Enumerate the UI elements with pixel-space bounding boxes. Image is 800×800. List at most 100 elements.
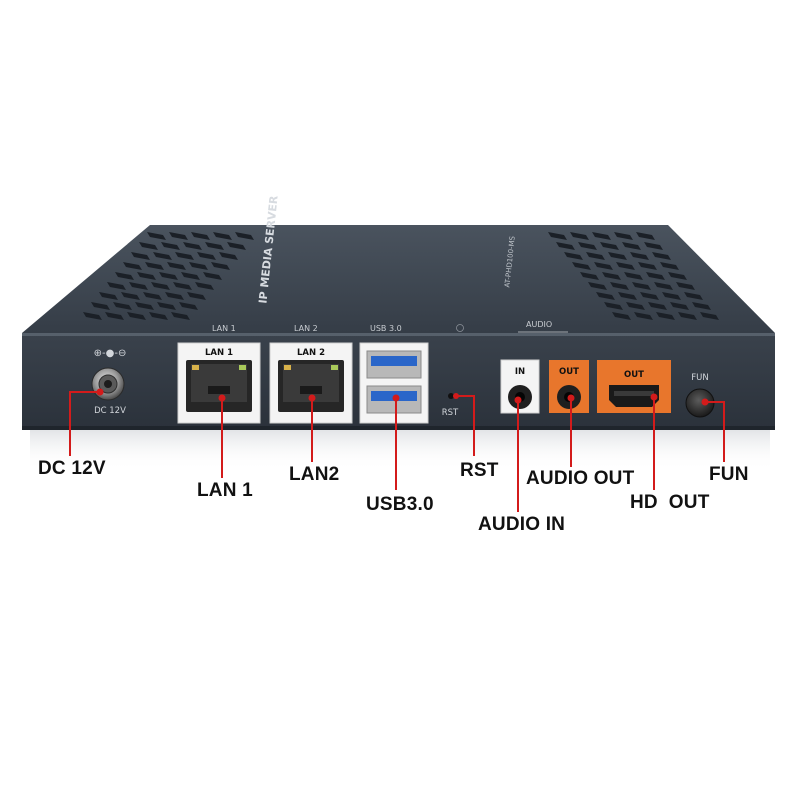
vent-slot: [684, 292, 703, 300]
callout-audio-out: AUDIO OUT: [526, 468, 635, 489]
callout-usb3: USB3.0: [366, 494, 434, 515]
fun-panel-label: FUN: [691, 373, 708, 383]
vent-slot: [604, 302, 623, 310]
vent-slot: [191, 232, 210, 240]
vent-slot: [121, 292, 140, 300]
vent-slot: [668, 272, 687, 280]
vent-slot: [171, 312, 190, 320]
vent-slot: [670, 302, 689, 310]
vent-slot: [608, 252, 627, 260]
vent-slot: [213, 232, 232, 240]
vent-slot: [127, 312, 146, 320]
vent-slot: [564, 252, 583, 260]
vent-slot: [143, 292, 162, 300]
vent-slot: [211, 262, 230, 270]
vent-slot: [129, 282, 148, 290]
vent-slot: [167, 262, 186, 270]
vent-slot: [600, 242, 619, 250]
audio-out-panel-label: OUT: [559, 367, 579, 377]
hd-out-panel-label: OUT: [624, 370, 644, 380]
vent-slot: [131, 252, 150, 260]
callout-hd-out: HD OUT: [630, 492, 710, 513]
vent-slot: [169, 232, 188, 240]
vent-slot: [572, 262, 591, 270]
rst-top-symbol-icon: [456, 324, 464, 332]
vent-slot: [630, 252, 649, 260]
vent-slot: [636, 232, 655, 240]
callout-lan1: LAN 1: [197, 480, 253, 501]
vent-slot: [678, 312, 697, 320]
vent-slot: [634, 312, 653, 320]
vent-slot: [179, 302, 198, 310]
vent-slot: [157, 302, 176, 310]
vent-slot: [147, 232, 166, 240]
callout-dc-12v: DC 12V: [38, 458, 106, 479]
vent-slot: [624, 272, 643, 280]
lan2-port-label: LAN 2: [297, 348, 325, 358]
audio-group-label: AUDIO: [526, 320, 552, 329]
dc-power-jack[interactable]: [91, 367, 125, 401]
vent-slot: [203, 272, 222, 280]
chassis-top: [22, 225, 775, 333]
vent-slot: [570, 232, 589, 240]
vent-slot: [580, 272, 599, 280]
vent-slot: [115, 272, 134, 280]
vent-slot: [644, 242, 663, 250]
vent-slot: [135, 302, 154, 310]
vent-slot: [578, 242, 597, 250]
audio-in-jack[interactable]: [500, 359, 540, 414]
vent-slot: [183, 242, 202, 250]
vent-slot: [548, 232, 567, 240]
vent-slot: [83, 312, 102, 320]
vent-slot: [187, 292, 206, 300]
vent-slot: [638, 262, 657, 270]
vent-slot: [181, 272, 200, 280]
vent-slot: [227, 242, 246, 250]
vent-slot: [173, 282, 192, 290]
vent-slot: [586, 252, 605, 260]
vent-slot: [700, 312, 719, 320]
vent-slot: [632, 282, 651, 290]
vent-slot: [676, 282, 695, 290]
vent-slot: [626, 302, 645, 310]
vent-slot: [612, 312, 631, 320]
usb3-port[interactable]: [359, 342, 429, 424]
vent-slot: [219, 252, 238, 260]
vent-slot: [151, 282, 170, 290]
usb-top-label: USB 3.0: [370, 324, 402, 333]
chassis-base: [22, 426, 775, 430]
vent-slot: [195, 282, 214, 290]
audio-in-panel-label: IN: [515, 367, 525, 377]
vent-slot: [139, 242, 158, 250]
callout-rst: RST: [460, 460, 499, 481]
lan1-port[interactable]: [177, 342, 261, 424]
rst-panel-label: RST: [442, 408, 459, 418]
audio-out-jack[interactable]: [549, 360, 589, 413]
vent-slot: [105, 312, 124, 320]
hdmi-out-port[interactable]: [597, 360, 671, 413]
vent-slot: [588, 282, 607, 290]
vent-slot: [640, 292, 659, 300]
callout-fun: FUN: [709, 464, 749, 485]
vent-slot: [652, 252, 671, 260]
power-polarity-symbol: ⊕-●-⊖: [94, 348, 127, 359]
vent-slot: [145, 262, 164, 270]
vent-slot: [113, 302, 132, 310]
vent-slot: [99, 292, 118, 300]
vent-slot: [137, 272, 156, 280]
vent-slot: [91, 302, 110, 310]
vent-grille-left: [83, 232, 254, 320]
vent-slot: [189, 262, 208, 270]
vent-slot: [602, 272, 621, 280]
vent-slot: [648, 302, 667, 310]
vent-slot: [662, 292, 681, 300]
rst-button[interactable]: [448, 393, 454, 399]
lan1-top-label: LAN 1: [212, 324, 236, 333]
vent-slot: [622, 242, 641, 250]
dc-panel-label: DC 12V: [94, 406, 126, 416]
vent-slot: [656, 312, 675, 320]
vent-slot: [153, 252, 172, 260]
vent-slot: [616, 262, 635, 270]
rear-panel-edge: [22, 333, 775, 336]
